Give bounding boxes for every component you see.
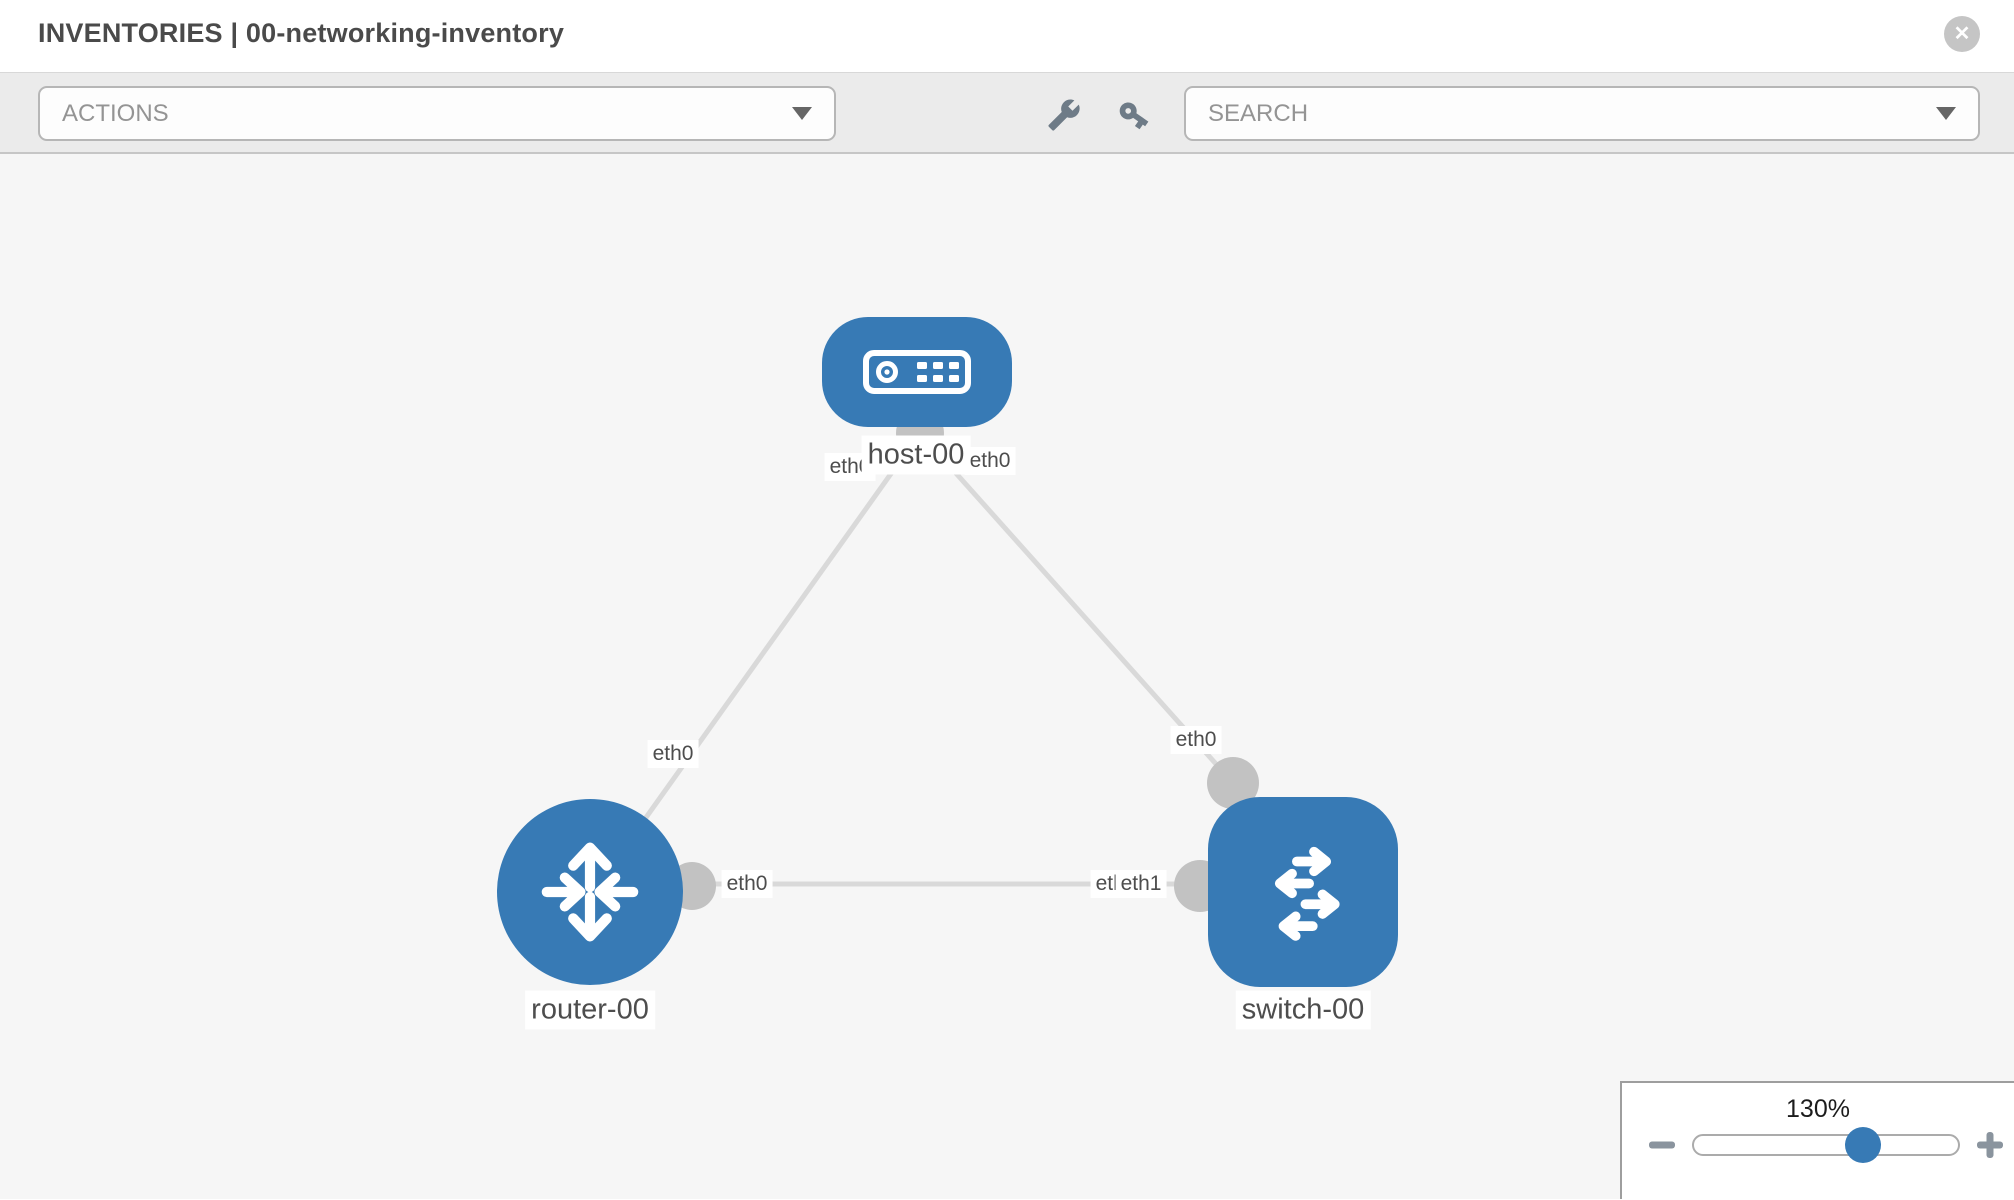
zoom-slider-track[interactable]: [1692, 1127, 1960, 1163]
node-router-00[interactable]: [497, 799, 683, 985]
node-host-00[interactable]: [822, 317, 1012, 427]
iface-label-switch-eth0-top: eth0: [1170, 726, 1222, 754]
iface-label-router-eth0-top: eth0: [647, 740, 699, 768]
node-label-host: host-00: [861, 435, 971, 475]
wrench-icon: [1048, 99, 1080, 131]
minus-icon: [1649, 1141, 1675, 1149]
link-host-switch[interactable]: [918, 431, 1235, 785]
iface-label-switch-eth1: eth1: [1115, 870, 1167, 898]
close-icon: ✕: [1953, 23, 1971, 45]
search-dropdown[interactable]: SEARCH: [1184, 86, 1980, 141]
header: INVENTORIES | 00-networking-inventory ✕: [0, 0, 2014, 72]
actions-dropdown-label: ACTIONS: [62, 99, 169, 127]
iface-label-router-eth0-right: eth0: [721, 870, 773, 898]
chevron-down-icon: [1936, 107, 1956, 120]
zoom-out-button[interactable]: [1644, 1127, 1680, 1163]
zoom-in-button[interactable]: [1972, 1127, 2008, 1163]
iface-label-host-eth0-right: eth0: [964, 447, 1016, 475]
link-host-router[interactable]: [617, 431, 923, 856]
plus-icon-vertical: [1986, 1132, 1994, 1158]
node-switch-00[interactable]: [1208, 797, 1398, 987]
host-icon: [863, 350, 971, 394]
switch-icon: [1274, 846, 1340, 941]
zoom-slider-thumb[interactable]: [1844, 1127, 1881, 1163]
node-label-switch: switch-00: [1235, 990, 1371, 1030]
endpoint-switch-topleft[interactable]: [1207, 757, 1259, 809]
key-icon: [1119, 102, 1149, 130]
search-dropdown-label: SEARCH: [1208, 99, 1309, 127]
node-label-router: router-00: [525, 990, 655, 1030]
links-layer: [590, 409, 1300, 912]
actions-dropdown[interactable]: ACTIONS: [38, 86, 836, 141]
chevron-down-icon: [792, 107, 812, 120]
zoom-level-value: 130%: [1786, 1095, 1850, 1123]
router-icon: [541, 842, 639, 942]
close-button[interactable]: ✕: [1944, 16, 1980, 52]
configure-button[interactable]: [1044, 95, 1084, 135]
page-title: INVENTORIES | 00-networking-inventory: [38, 18, 565, 48]
zoom-panel: 130%: [1620, 1081, 2014, 1199]
toolbar: ACTIONS SEARCH: [0, 72, 2014, 154]
credentials-button[interactable]: [1114, 95, 1154, 135]
topology-canvas[interactable]: host-00 router-00 switch-00 eth0 eth0 et…: [0, 154, 2014, 1199]
